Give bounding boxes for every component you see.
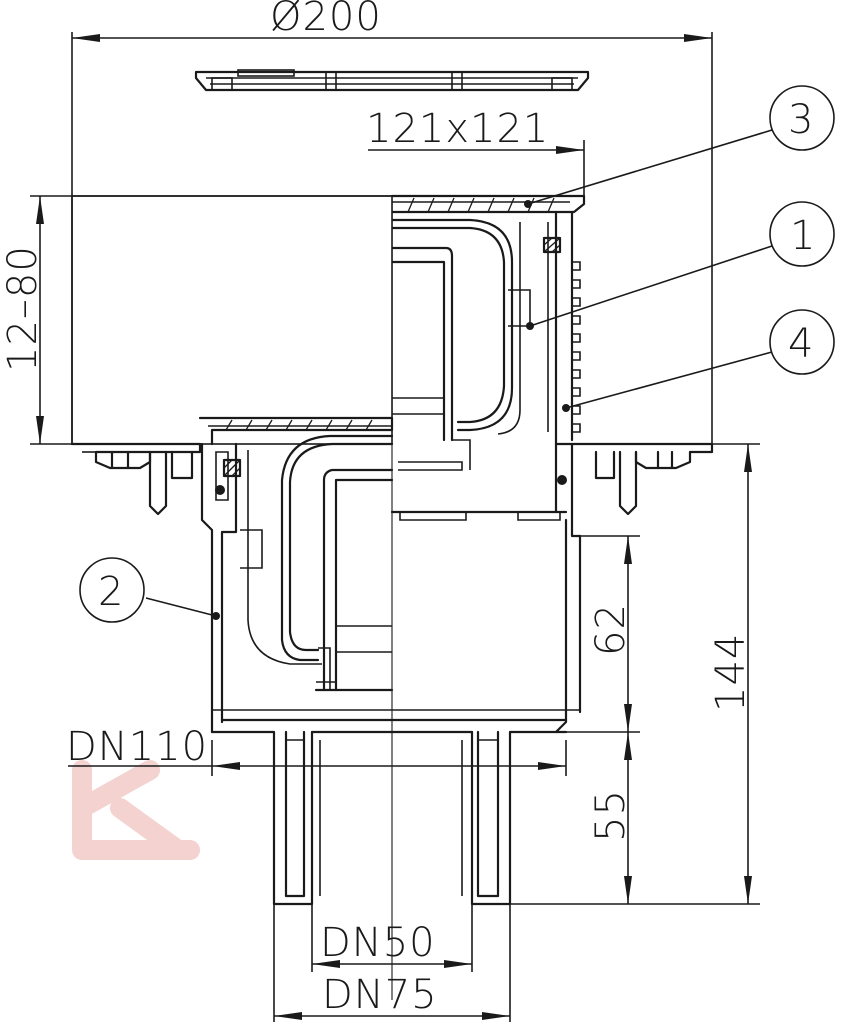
- body-flange: [70, 416, 714, 734]
- dim-height-12-80: 12–80: [0, 195, 392, 445]
- dim-label-dn50: DN50: [320, 920, 436, 966]
- callout-number-3: 3: [788, 97, 813, 143]
- lower-trap: [240, 434, 394, 692]
- dim-dn50: DN50: [311, 904, 473, 972]
- top-grate: [194, 69, 590, 92]
- callout-4: 4: [562, 309, 835, 412]
- dim-dn75: DN75: [273, 904, 511, 1022]
- dim-label-dn75: DN75: [322, 972, 438, 1018]
- dim-upper-62: 62: [566, 535, 640, 733]
- dim-label-height-range: 12–80: [0, 245, 46, 372]
- callout-3: 3: [524, 85, 835, 208]
- callout-number-2: 2: [98, 569, 123, 615]
- dim-lower-55: 55: [588, 732, 634, 904]
- body-outlet: [210, 709, 580, 906]
- cutaway-panel: [71, 195, 393, 445]
- raising-piece: [390, 194, 586, 521]
- dim-label-total-height: 144: [708, 633, 754, 712]
- frame-hatching: [407, 197, 555, 213]
- lower-frame-hatching: [225, 419, 373, 431]
- dim-label-grate: 121x121: [366, 106, 549, 152]
- callout-1: 1: [526, 201, 835, 330]
- dim-label-diameter: Ø200: [270, 0, 382, 40]
- watermark-logo: [72, 760, 200, 860]
- callout-number-4: 4: [788, 321, 813, 367]
- dim-grate-121: 121x121: [366, 106, 585, 196]
- wall-ribs: [572, 261, 581, 433]
- callout-number-1: 1: [790, 213, 815, 259]
- callout-2: 2: [79, 557, 220, 623]
- dim-diameter-200: Ø200: [71, 0, 713, 444]
- dim-total-144: 144: [510, 443, 760, 905]
- dim-label-dn110: DN110: [66, 724, 208, 770]
- dim-dn110: DN110: [66, 724, 567, 776]
- dim-label-upper: 62: [588, 603, 634, 656]
- dim-label-lower: 55: [588, 789, 634, 842]
